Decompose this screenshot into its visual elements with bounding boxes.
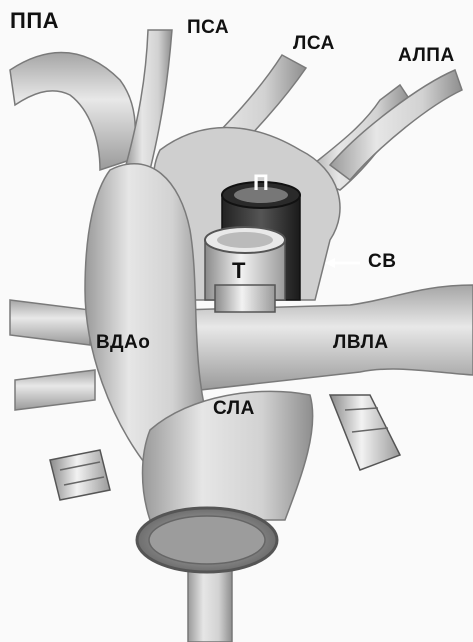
upper-left-branch — [10, 53, 135, 171]
label-t: Т — [232, 258, 246, 284]
label-alpa: АЛПА — [398, 45, 455, 67]
label-sv: СВ — [368, 251, 396, 273]
alpa-branch — [330, 70, 462, 180]
label-lsa: ЛСА — [293, 33, 335, 55]
label-lvla: ЛВЛА — [333, 332, 389, 354]
left-stub-lower — [15, 370, 95, 410]
right-cuff — [330, 395, 400, 470]
left-stub-upper — [10, 300, 90, 345]
label-psa: ПСА — [187, 17, 229, 39]
sv-arrow — [325, 258, 360, 268]
left-cuff — [50, 450, 110, 500]
label-sla: СЛА — [213, 398, 255, 420]
label-p: П — [253, 170, 269, 196]
label-ppa: ППА — [10, 8, 59, 34]
label-vdao: ВДАо — [96, 332, 150, 354]
